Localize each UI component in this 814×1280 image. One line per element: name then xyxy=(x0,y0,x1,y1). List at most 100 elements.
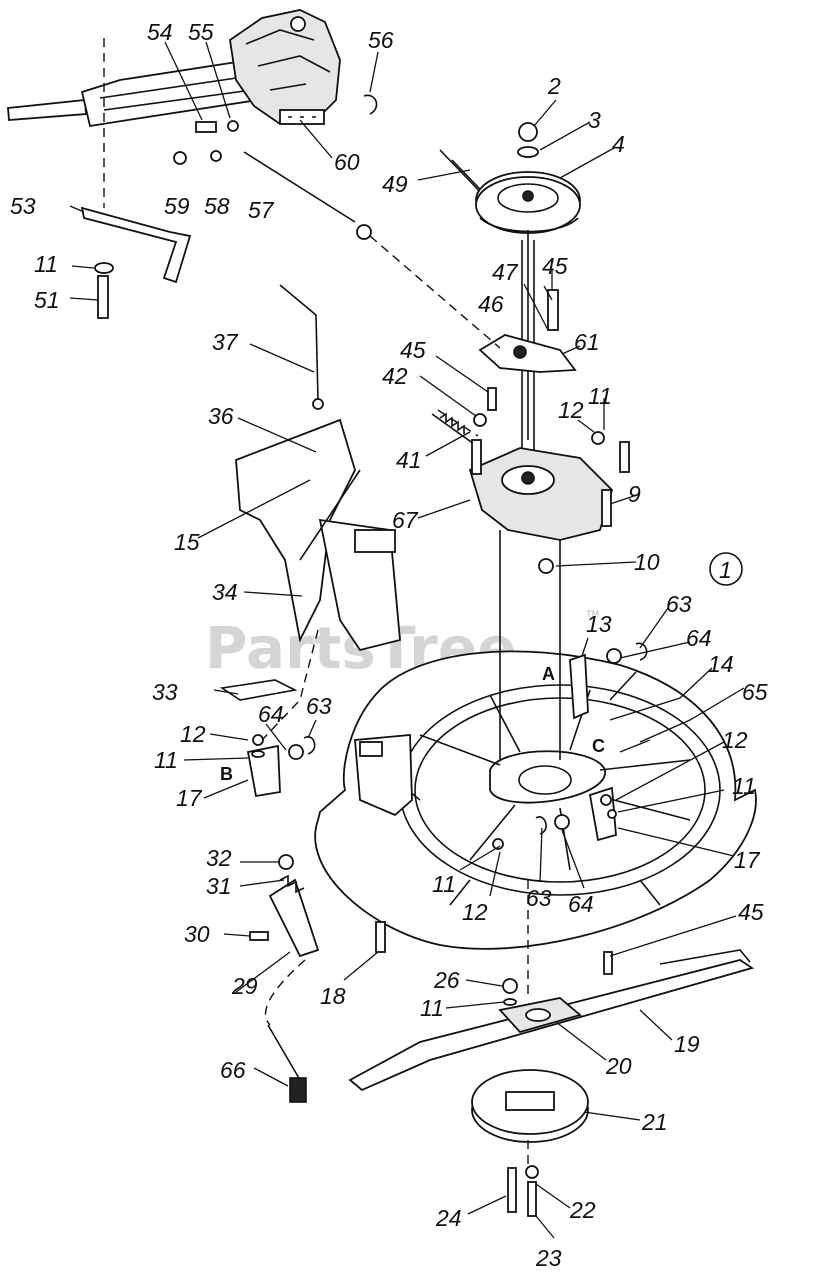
callout-54: 54 xyxy=(147,19,173,45)
callout-14: 14 xyxy=(708,651,734,677)
bolt-54 xyxy=(195,121,217,133)
washer-11-lower xyxy=(503,998,517,1006)
bolt-45-lower xyxy=(603,951,613,975)
callout-59: 59 xyxy=(164,193,190,219)
deflector-rod xyxy=(279,284,319,401)
callout-41: 41 xyxy=(396,447,422,473)
washer-64-b xyxy=(288,744,304,760)
nut-26 xyxy=(502,978,518,994)
callout-13: 13 xyxy=(586,611,612,637)
bolt-24 xyxy=(507,1167,517,1213)
pivot-bracket xyxy=(80,206,192,284)
callout-17-b: 17 xyxy=(176,785,203,811)
spindle-column xyxy=(499,530,561,760)
callout-20: 20 xyxy=(605,1053,632,1079)
control-cable xyxy=(243,151,356,223)
callout-labels: 54 55 56 60 59 58 57 2 3 4 49 53 11 51 4… xyxy=(10,19,768,1271)
height-adjuster xyxy=(249,854,320,958)
callout-9: 9 xyxy=(628,481,641,507)
assembly-line-spring xyxy=(437,409,479,437)
callout-12-b: 12 xyxy=(180,721,206,747)
engine-pulley xyxy=(439,149,581,234)
callout-12-center: 12 xyxy=(462,899,488,925)
leader-lines xyxy=(69,41,745,1239)
spindle-housing xyxy=(468,447,614,541)
callout-19: 19 xyxy=(674,1031,700,1057)
figure-number: 1 xyxy=(719,557,732,583)
nut-10 xyxy=(538,558,554,574)
callout-32: 32 xyxy=(206,845,232,871)
callout-64-left: 64 xyxy=(258,701,284,727)
bolt-42-stud xyxy=(471,439,482,475)
spring-41 xyxy=(431,413,475,445)
callout-65: 65 xyxy=(742,679,768,705)
nut-12-right xyxy=(591,431,605,445)
transmission-assembly xyxy=(7,9,341,128)
bolt-23 xyxy=(527,1181,537,1217)
callout-15: 15 xyxy=(174,529,200,555)
clip-56 xyxy=(363,94,378,115)
callout-63-left: 63 xyxy=(306,693,332,719)
bolt-51 xyxy=(97,275,109,319)
callout-11-center: 11 xyxy=(432,871,456,897)
callout-22: 22 xyxy=(569,1197,596,1223)
washer-11-b xyxy=(251,750,265,758)
spring-66-coil xyxy=(289,1077,307,1103)
blade-tip xyxy=(659,949,751,965)
callout-45-mid: 45 xyxy=(400,337,426,363)
rod-end xyxy=(312,398,324,410)
idler-bracket xyxy=(478,334,577,373)
callout-26: 26 xyxy=(433,967,460,993)
spring-coil xyxy=(439,412,465,434)
washer-64-a xyxy=(606,648,622,664)
callout-55: 55 xyxy=(188,19,214,45)
spring-66 xyxy=(267,1024,301,1081)
callout-64-center: 64 xyxy=(568,891,594,917)
callout-17-c: 17 xyxy=(734,847,761,873)
bolt-11-right xyxy=(619,441,630,473)
callout-63-center: 63 xyxy=(526,885,552,911)
bracket-a xyxy=(569,653,589,720)
callout-31: 31 xyxy=(206,873,232,899)
bolt-9 xyxy=(601,489,612,527)
washer-58 xyxy=(210,150,222,162)
callout-64-right: 64 xyxy=(686,625,712,651)
bolt-45-top xyxy=(547,289,559,331)
assembly-line-cable xyxy=(369,235,501,349)
blade xyxy=(348,959,755,1092)
callout-11-lower: 11 xyxy=(420,995,444,1021)
watermark-trademark: TM xyxy=(585,610,599,620)
callout-49: 49 xyxy=(382,171,408,197)
callout-63-right: 63 xyxy=(666,591,692,617)
nut-12-b xyxy=(252,734,264,746)
callout-36: 36 xyxy=(208,403,234,429)
bolt-45-mid xyxy=(487,387,497,411)
nut-42 xyxy=(473,413,487,427)
assembly-letter-c: C xyxy=(592,736,605,756)
callout-45-lower: 45 xyxy=(738,899,764,925)
callout-3: 3 xyxy=(588,107,601,133)
assembly-letter-a: A xyxy=(542,664,555,684)
adjuster-path xyxy=(264,959,306,1026)
callout-57: 57 xyxy=(248,197,275,223)
cable-end xyxy=(356,224,372,240)
callout-10: 10 xyxy=(634,549,660,575)
nut-12-center xyxy=(492,838,504,850)
callout-66: 66 xyxy=(220,1057,246,1083)
bracket-b xyxy=(246,744,281,798)
callout-23: 23 xyxy=(535,1245,562,1271)
nut-12-c xyxy=(600,794,612,806)
bracket-bolt xyxy=(513,345,527,359)
callout-45-top: 45 xyxy=(542,253,568,279)
callout-58: 58 xyxy=(204,193,230,219)
callout-30: 30 xyxy=(184,921,210,947)
callout-11-c: 11 xyxy=(732,773,756,799)
callout-34: 34 xyxy=(212,579,238,605)
callout-47: 47 xyxy=(492,259,519,285)
knob-59 xyxy=(173,151,187,165)
callout-51: 51 xyxy=(34,287,60,313)
callout-2: 2 xyxy=(547,73,561,99)
callout-46: 46 xyxy=(478,291,504,317)
assembly-letter-b: B xyxy=(220,764,233,784)
